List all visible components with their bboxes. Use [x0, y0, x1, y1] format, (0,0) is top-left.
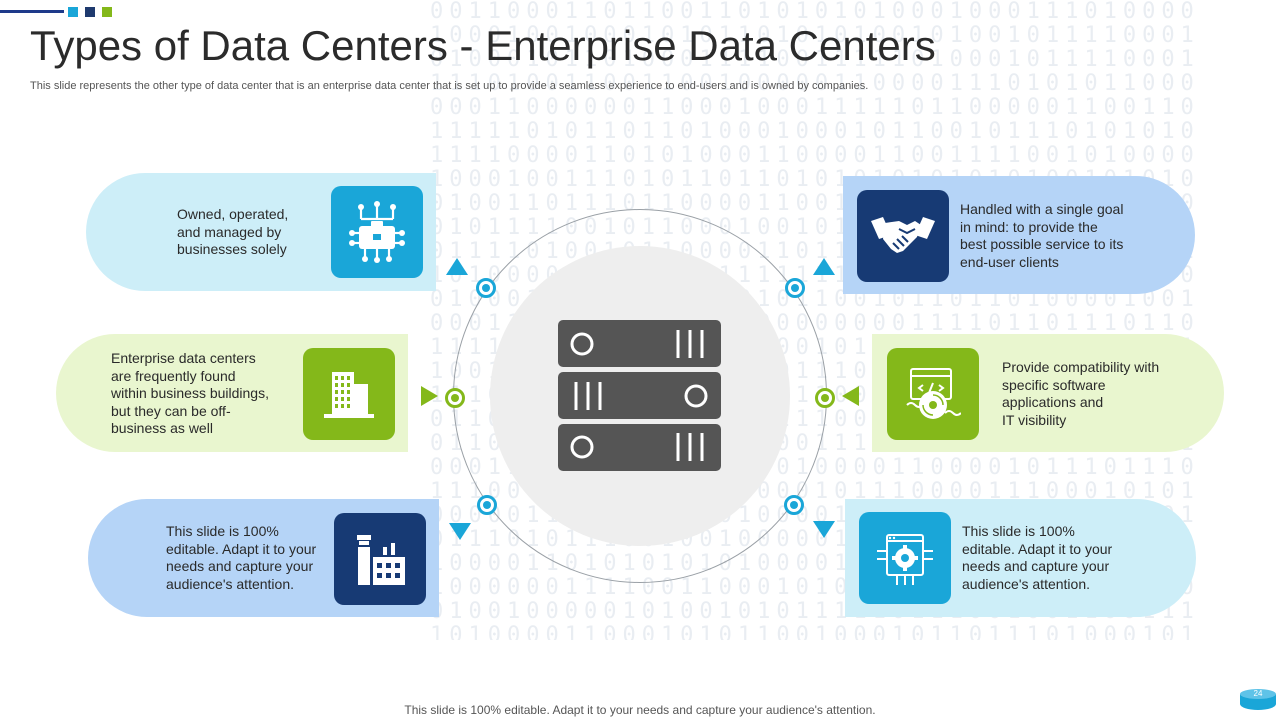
connector-node [815, 388, 835, 408]
feature-card-editable-left: This slide is 100%editable. Adapt it to … [88, 499, 439, 617]
accent-square-cyan [68, 7, 78, 17]
briefcase-network-icon [349, 201, 405, 263]
page-subtitle: This slide represents the other type of … [30, 80, 869, 92]
card-icon-box [334, 513, 426, 605]
footer-note: This slide is 100% editable. Adapt it to… [404, 703, 876, 717]
header-accent-line [0, 10, 64, 13]
card-icon-box [303, 348, 395, 440]
arrow-left-icon [842, 386, 859, 406]
server-rack-icon [558, 320, 721, 471]
page-number: 24 [1253, 689, 1263, 698]
connector-node [785, 278, 805, 298]
accent-square-green [102, 7, 112, 17]
card-icon-box [857, 190, 949, 282]
handshake-icon [871, 217, 935, 253]
factory-icon [357, 535, 405, 585]
card-icon-box [331, 186, 423, 278]
software-disc-icon [906, 368, 961, 419]
gear-chip-icon [877, 534, 933, 585]
arrow-down-icon [449, 523, 471, 540]
card-icon-box [887, 348, 979, 440]
connector-node [445, 388, 465, 408]
arrow-down-icon [813, 521, 835, 538]
accent-square-navy [85, 7, 95, 17]
connector-node [476, 278, 496, 298]
feature-card-editable-right: This slide is 100%editable. Adapt it to … [845, 499, 1196, 617]
page-number-badge: 24 [1239, 689, 1277, 711]
page-badge-shape [1240, 689, 1276, 710]
arrow-right-icon [421, 386, 438, 406]
office-building-icon [324, 372, 374, 418]
card-icon-box [859, 512, 951, 604]
connector-node [477, 495, 497, 515]
arrow-up-icon [813, 258, 835, 275]
connector-node [784, 495, 804, 515]
card-text: This slide is 100%editable. Adapt it to … [962, 523, 1113, 592]
card-text: This slide is 100%editable. Adapt it to … [166, 523, 317, 592]
arrow-up-icon [446, 258, 468, 275]
page-title: Types of Data Centers - Enterprise Data … [30, 22, 936, 69]
